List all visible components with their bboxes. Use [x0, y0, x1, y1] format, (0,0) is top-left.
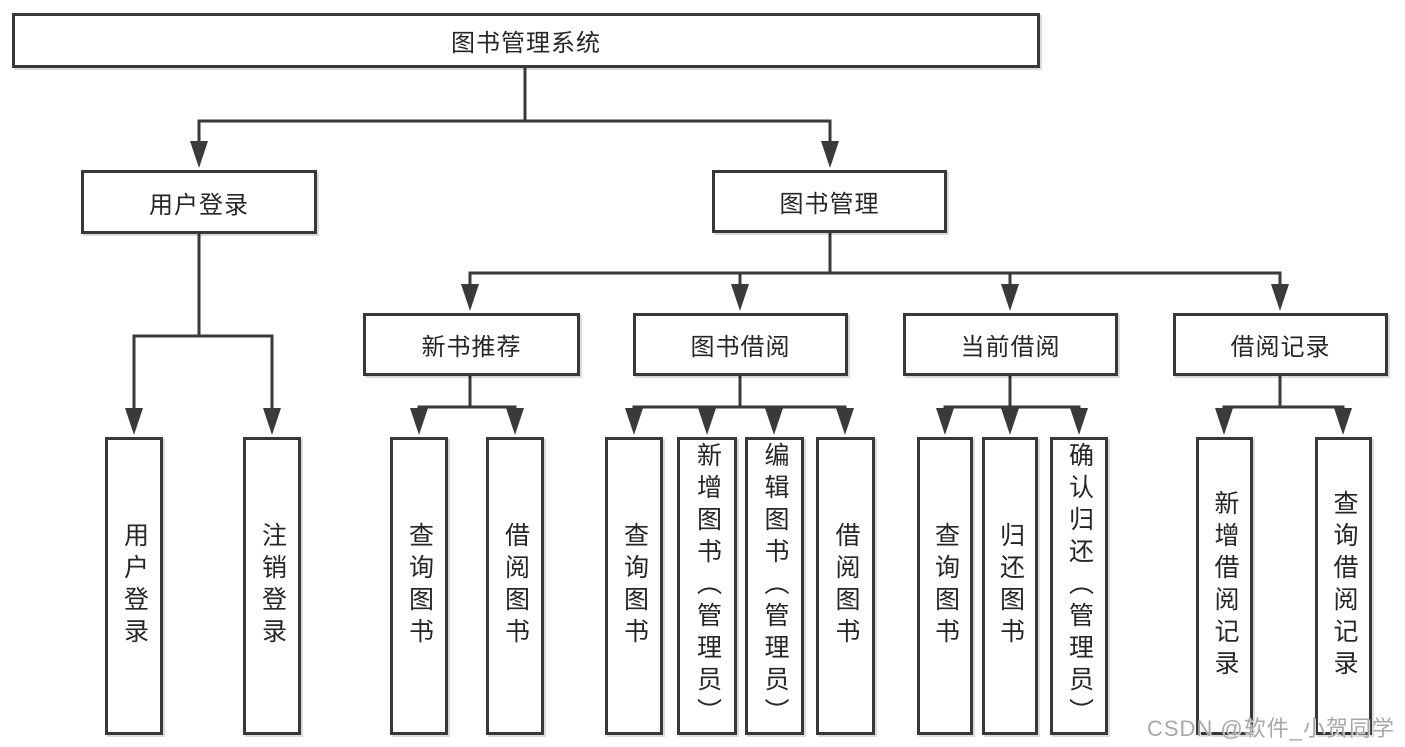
leaf-query-borrow-record: 查询借阅记录 — [1315, 437, 1372, 735]
leaf-add-borrow-record: 新增借阅记录 — [1196, 437, 1253, 735]
connector-user-login-to-leaves — [125, 232, 281, 435]
arrow-down-icon — [698, 408, 716, 435]
leaf-label: 查询借阅记录 — [1330, 490, 1358, 682]
leaf-borrow-books-recommend: 借阅图书 — [486, 437, 544, 735]
leaf-label: 新增借阅记录 — [1211, 490, 1239, 682]
arrow-down-icon — [506, 408, 524, 435]
arrow-down-icon — [190, 141, 208, 168]
connector-current-borrowing-to-leaves — [936, 374, 1088, 435]
leaf-label: 借阅图书 — [501, 522, 530, 650]
node-book-borrowing: 图书借阅 — [633, 313, 848, 376]
leaf-label: 查询图书 — [405, 522, 434, 650]
leaf-user-login: 用户登录 — [105, 437, 163, 735]
leaf-label: 查询图书 — [620, 522, 649, 650]
leaf-query-books-current: 查询图书 — [917, 437, 973, 735]
leaf-label: 新增图书（管理员） — [693, 442, 722, 730]
leaf-query-books-recommend: 查询图书 — [390, 437, 448, 735]
leaf-label: 确认归还（管理员） — [1065, 442, 1094, 730]
arrow-down-icon — [125, 408, 143, 435]
leaf-query-books-borrowing: 查询图书 — [605, 437, 663, 735]
node-user-login: 用户登录 — [81, 170, 317, 234]
arrow-down-icon — [1070, 408, 1088, 435]
connector-new-book-recommend-to-leaves — [410, 374, 524, 435]
node-library-management-system: 图书管理系统 — [12, 13, 1040, 68]
connector-book-borrowing-to-leaves — [625, 374, 854, 435]
arrow-down-icon — [731, 284, 749, 311]
arrow-down-icon — [625, 408, 643, 435]
leaf-borrow-books-borrowing: 借阅图书 — [816, 437, 875, 735]
csdn-watermark: CSDN @软件_小贺同学 — [1146, 716, 1395, 741]
leaf-logout: 注销登录 — [243, 437, 301, 735]
arrow-down-icon — [410, 408, 428, 435]
connector-root-to-level1 — [190, 66, 839, 168]
leaf-return-book: 归还图书 — [982, 437, 1038, 735]
arrow-down-icon — [1215, 408, 1233, 435]
leaf-add-book-admin: 新增图书（管理员） — [677, 437, 737, 735]
node-borrowing-records: 借阅记录 — [1173, 313, 1388, 376]
arrow-down-icon — [1001, 284, 1019, 311]
node-new-book-recommend: 新书推荐 — [363, 313, 580, 376]
arrow-down-icon — [821, 141, 839, 168]
node-current-borrowing: 当前借阅 — [903, 313, 1118, 376]
leaf-label: 编辑图书（管理员） — [761, 442, 789, 730]
arrow-down-icon — [765, 408, 783, 435]
leaf-label: 借阅图书 — [832, 522, 860, 650]
arrow-down-icon — [263, 408, 281, 435]
arrow-down-icon — [1001, 408, 1019, 435]
leaf-label: 查询图书 — [931, 522, 960, 650]
node-book-management: 图书管理 — [712, 170, 947, 233]
arrow-down-icon — [836, 408, 854, 435]
arrow-down-icon — [936, 408, 954, 435]
connector-book-management-to-level2 — [461, 231, 1289, 311]
arrow-down-icon — [1334, 408, 1352, 435]
leaf-confirm-return-admin: 确认归还（管理员） — [1050, 437, 1108, 735]
leaf-edit-book-admin: 编辑图书（管理员） — [745, 437, 804, 735]
leaf-label: 归还图书 — [996, 522, 1025, 650]
leaf-label: 用户登录 — [120, 522, 149, 650]
leaf-label: 注销登录 — [258, 522, 287, 650]
arrow-down-icon — [1271, 284, 1289, 311]
connector-borrowing-records-to-leaves — [1215, 374, 1352, 435]
arrow-down-icon — [461, 284, 479, 311]
